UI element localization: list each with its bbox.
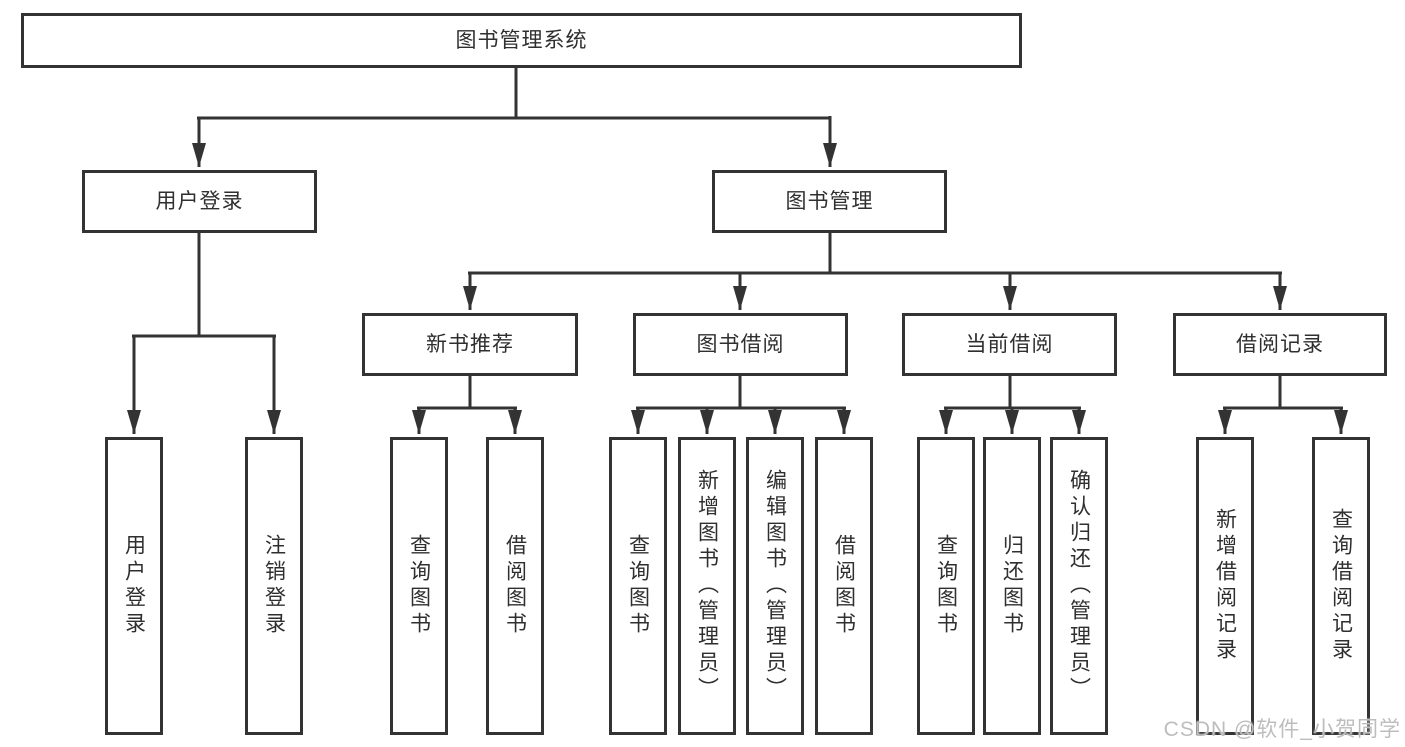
csdn-watermark: CSDN @软件_小贺同学 (1163, 718, 1401, 741)
node-leaf-current-query-books: 查询图书 (917, 437, 975, 735)
node-leaf-borrowing-query-books: 查询图书 (609, 437, 667, 735)
node-leaf-return-books: 归还图书 (983, 437, 1041, 735)
node-leaf-add-borrow-record: 新增借阅记录 (1196, 437, 1254, 735)
node-current-borrowing: 当前借阅 (902, 313, 1117, 376)
node-leaf-user-login: 用户登录 (105, 437, 163, 735)
node-leaf-recommend-query-books: 查询图书 (390, 437, 448, 735)
node-leaf-logout: 注销登录 (245, 437, 303, 735)
node-leaf-query-borrow-record: 查询借阅记录 (1312, 437, 1370, 735)
node-book-management: 图书管理 (712, 170, 947, 233)
node-user-login: 用户登录 (82, 170, 317, 233)
node-leaf-borrowing-borrow-books: 借阅图书 (815, 437, 873, 735)
node-library-management-system: 图书管理系统 (21, 13, 1022, 68)
node-leaf-confirm-return-admin: 确认归还（管理员） (1050, 437, 1108, 735)
node-book-borrowing: 图书借阅 (633, 313, 848, 376)
node-new-book-recommend: 新书推荐 (362, 313, 578, 376)
node-leaf-recommend-borrow-books: 借阅图书 (486, 437, 544, 735)
node-leaf-add-books-admin: 新增图书（管理员） (678, 437, 736, 735)
node-borrowing-records: 借阅记录 (1173, 313, 1387, 376)
node-leaf-edit-books-admin: 编辑图书（管理员） (746, 437, 804, 735)
